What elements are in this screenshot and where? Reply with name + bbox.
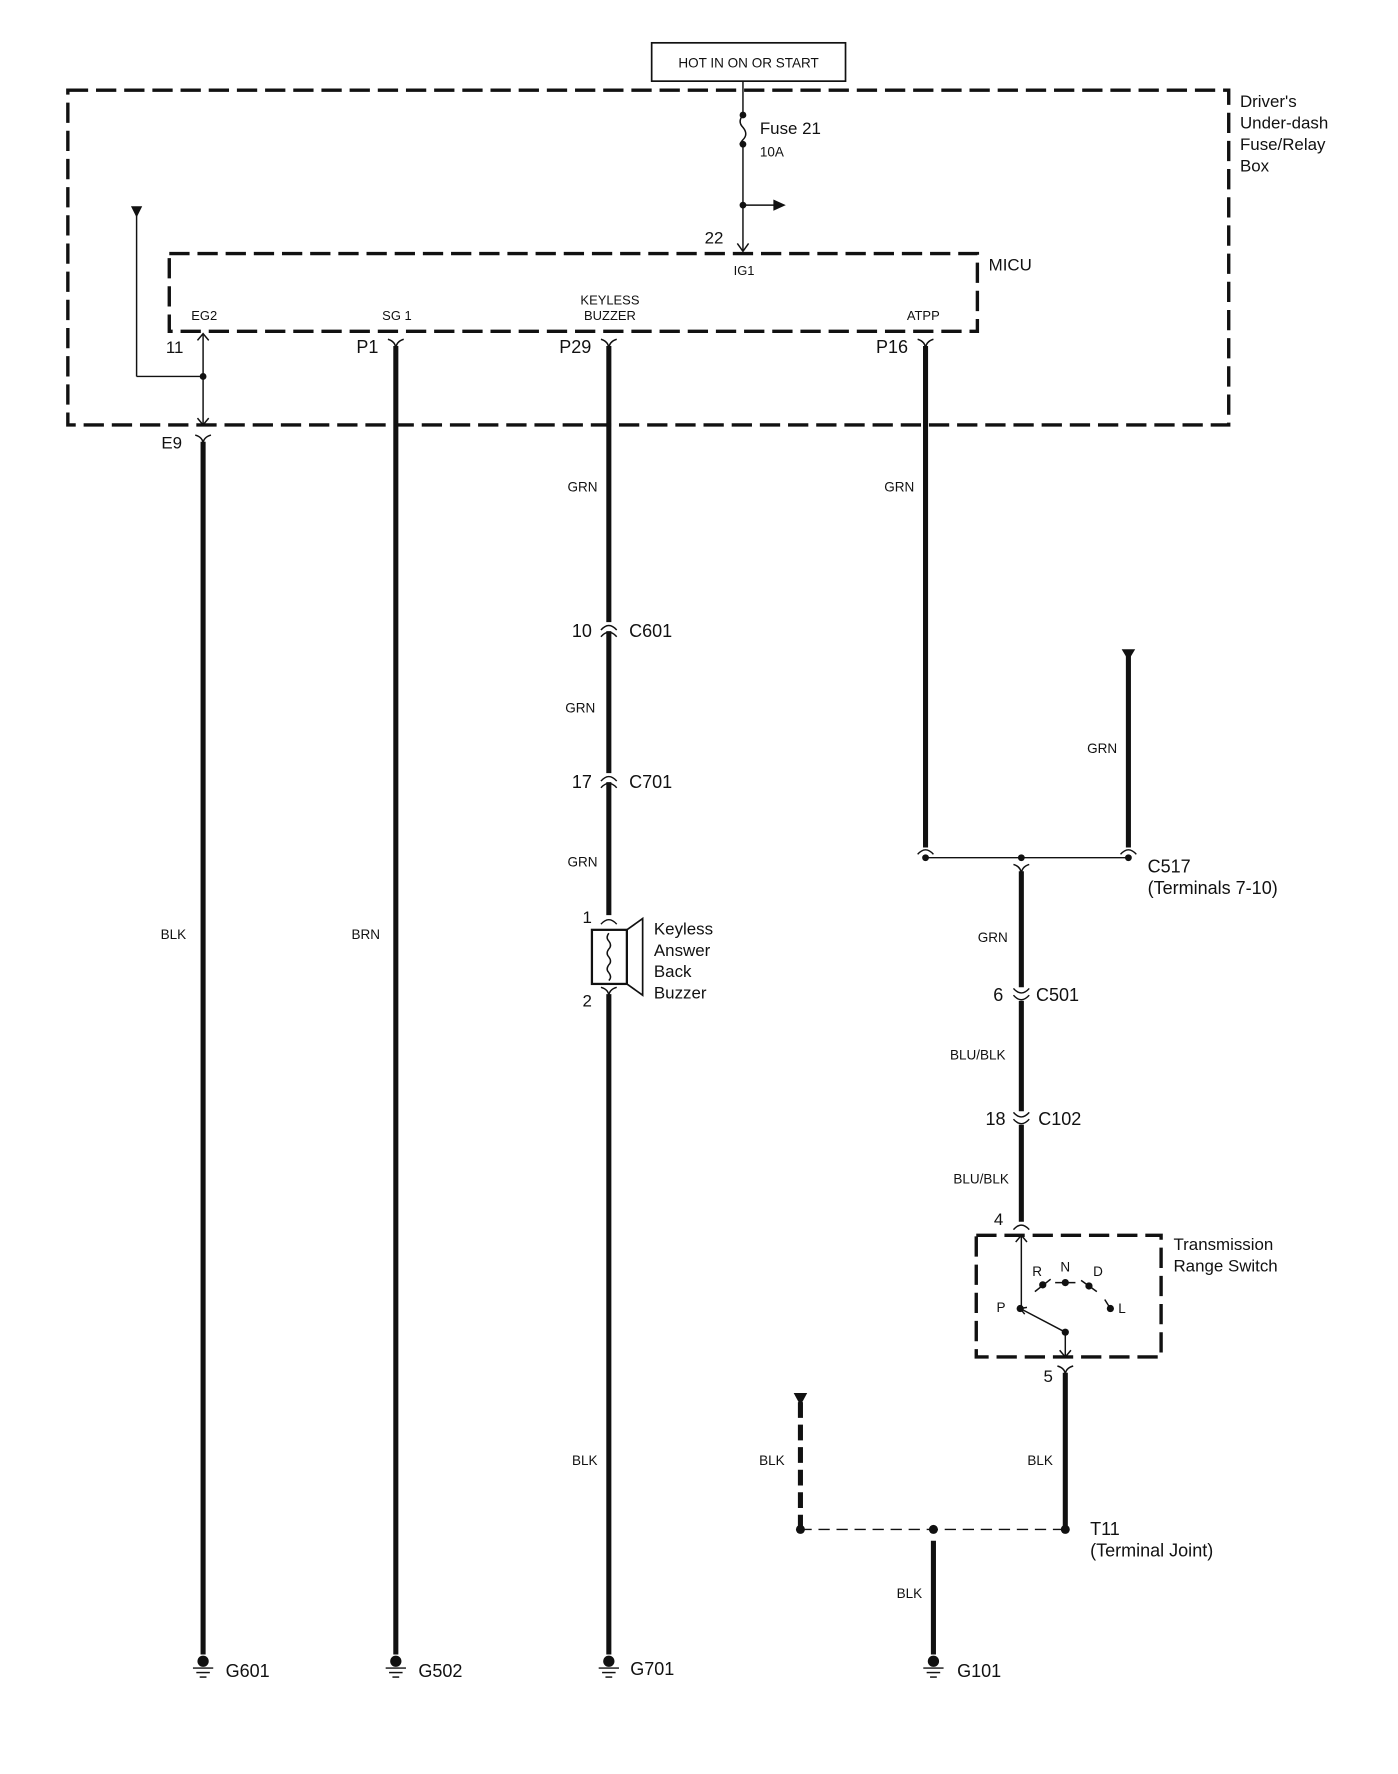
c517-detail: (Terminals 7-10) [1148, 878, 1278, 898]
buzzer-wire-color-1: GRN [568, 479, 598, 494]
fuse-box-label-1: Driver's [1240, 92, 1297, 111]
fuse-21: Fuse 21 10A 22 [705, 81, 821, 253]
ground-icon [598, 1655, 619, 1678]
t11-detail: (Terminal Joint) [1090, 1540, 1213, 1560]
buzzer-label-2: Answer [654, 941, 711, 960]
buzzer-label-1: Keyless [654, 919, 713, 938]
atpp-wire-color-2: GRN [978, 930, 1008, 945]
buzzer-pin-in: 1 [583, 908, 592, 927]
c517-name: C517 [1148, 856, 1191, 876]
power-source-label: HOT IN ON OR START [678, 56, 818, 71]
atpp-wire-color-5: BLK [1027, 1453, 1053, 1468]
buzzer-wire-color-2: GRN [565, 700, 595, 715]
continuation-arrow-icon [793, 1393, 808, 1406]
fuse-box-label-4: Box [1240, 156, 1270, 175]
switch-label-2: Range Switch [1173, 1256, 1277, 1275]
c501-pin: 6 [993, 985, 1003, 1005]
buzzer-label-3: Back [654, 962, 692, 981]
connector-c501 [1012, 987, 1030, 1001]
switch-position-d: D [1093, 1264, 1103, 1279]
eg2-circuit: 11 E9 BLK G601 [130, 206, 270, 1681]
buzzer-icon [590, 916, 644, 997]
buzzer-wire-color-3: GRN [568, 855, 598, 870]
ground-icon [192, 1655, 214, 1678]
switch-position-n: N [1060, 1259, 1070, 1274]
eg2-label: EG2 [191, 308, 217, 323]
atpp-wire-color-1: GRN [884, 479, 914, 494]
c701-name: C701 [629, 772, 672, 792]
fuse-relay-box: Driver's Under-dash Fuse/Relay Box [66, 88, 1328, 427]
t11-down-wire-color: BLK [897, 1586, 923, 1601]
c601-name: C601 [629, 621, 672, 641]
fuse-output-pin: 22 [705, 228, 724, 247]
fuse-box-label-3: Fuse/Relay [1240, 135, 1326, 154]
buzzer-pin-out: 2 [583, 991, 592, 1010]
buzzer-wire-color-4: BLK [572, 1453, 598, 1468]
micu-label: MICU [989, 255, 1032, 274]
buzzer-circuit: P29 GRN 10 C601 GRN 17 C701 GRN 1 Keyles… [559, 337, 713, 1679]
power-source-box: HOT IN ON OR START [650, 41, 847, 82]
switch-position-p: P [997, 1300, 1006, 1315]
keyless-buzzer-label-2: BUZZER [584, 308, 636, 323]
sg1-pin: P1 [356, 337, 378, 357]
t11-left-wire-color: BLK [759, 1453, 785, 1468]
sg1-label: SG 1 [382, 308, 412, 323]
keyless-buzzer-label-1: KEYLESS [580, 292, 639, 307]
c701-pin: 17 [572, 772, 592, 792]
c501-name: C501 [1036, 985, 1079, 1005]
switch-position-r: R [1032, 1264, 1042, 1279]
eg2-wire-color: BLK [161, 927, 187, 942]
arrow-right-icon [773, 199, 786, 211]
continuation-arrow-icon [130, 206, 143, 218]
buzzer-label-4: Buzzer [654, 984, 707, 1003]
switch-pin-out: 5 [1043, 1367, 1052, 1386]
switch-pin-in: 4 [994, 1210, 1003, 1229]
atpp-wire-color-3: BLU/BLK [950, 1047, 1006, 1062]
ground-g101: G101 [957, 1661, 1001, 1681]
switch-position-l: L [1118, 1301, 1126, 1316]
ground-g502: G502 [418, 1661, 462, 1681]
ground-g701: G701 [630, 1659, 674, 1679]
pin-arrow-icon [736, 243, 750, 253]
transmission-range-switch: P R N D L Transmission Range Switch [974, 1233, 1278, 1359]
sg1-circuit: P1 BRN G502 [351, 337, 462, 1681]
terminal-joint-t11: BLK T11 (Terminal Joint) BLK G101 [759, 1393, 1213, 1681]
atpp-circuit: P16 GRN GRN C517 (Terminals 7-10) GRN 6 … [876, 337, 1278, 1529]
fuse-symbol-icon [739, 114, 747, 145]
atpp-wire-color-4: BLU/BLK [953, 1171, 1009, 1186]
ground-icon [385, 1655, 406, 1678]
c102-pin: 18 [986, 1109, 1006, 1129]
fuse-box-label-2: Under-dash [1240, 113, 1328, 132]
connector-c102 [1012, 1111, 1030, 1125]
c102-name: C102 [1038, 1109, 1081, 1129]
micu-box: MICU IG1 EG2 SG 1 KEYLESS BUZZER ATPP [167, 251, 1032, 334]
t11-name: T11 [1090, 1519, 1120, 1539]
e9-connector: E9 [161, 434, 182, 453]
switch-label-1: Transmission [1173, 1235, 1273, 1254]
atpp-pin: P16 [876, 337, 908, 357]
atpp-branch-wire-color: GRN [1087, 741, 1117, 756]
buzzer-pin: P29 [559, 337, 591, 357]
atpp-label: ATPP [907, 308, 940, 323]
fuse-rating: 10A [760, 145, 784, 160]
ground-g601: G601 [226, 1661, 270, 1681]
c601-pin: 10 [572, 621, 592, 641]
eg2-pin: 11 [166, 338, 184, 357]
fuse-name: Fuse 21 [760, 119, 821, 138]
ground-icon [923, 1655, 944, 1678]
ig1-label: IG1 [734, 263, 755, 278]
sg1-wire-color: BRN [351, 927, 380, 942]
continuation-arrow-icon [1121, 649, 1136, 661]
